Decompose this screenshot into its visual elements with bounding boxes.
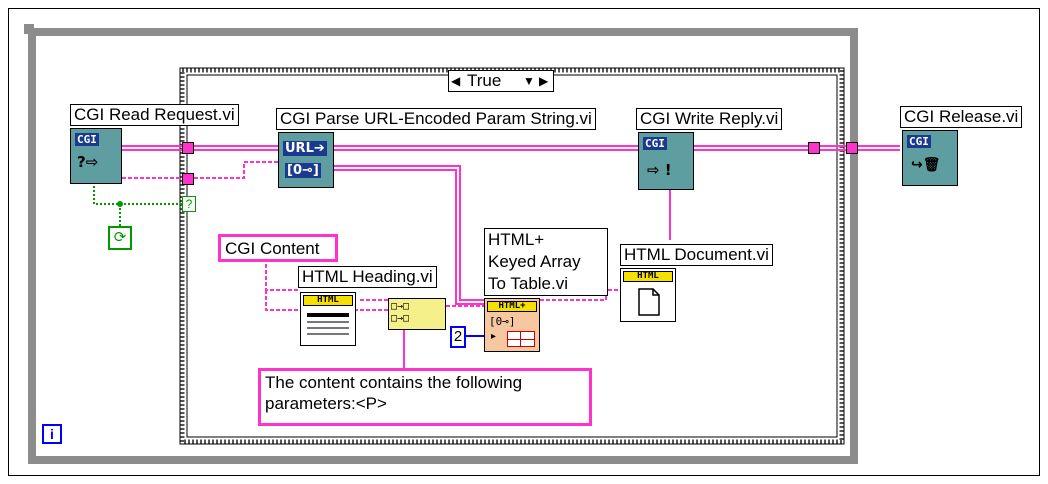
iteration-terminal[interactable]: i bbox=[42, 424, 62, 444]
concatenate-strings-icon[interactable]: □→□□→□ bbox=[388, 298, 446, 330]
keyed-array-node[interactable]: HTML+ [0⊸] ▸ bbox=[484, 298, 540, 352]
while-loop-border bbox=[28, 28, 858, 464]
content-text-line2: parameters:<P> bbox=[265, 394, 387, 413]
url-arrow-icon: URL➔ bbox=[283, 141, 327, 156]
text-line-icon bbox=[307, 321, 349, 323]
write-reply-label: CGI Write Reply.vi bbox=[636, 108, 783, 130]
wire-param-string bbox=[122, 161, 278, 179]
html-bar-icon: HTML bbox=[623, 271, 673, 282]
wire-content-1 bbox=[265, 258, 300, 291]
parse-url-label: CGI Parse URL-Encoded Param String.vi bbox=[276, 108, 596, 130]
trash-icon: ↪🗑 bbox=[911, 157, 941, 173]
heading-line-icon bbox=[307, 313, 349, 317]
decrement-arrow-icon[interactable]: ◀ bbox=[451, 74, 461, 88]
read-request-node[interactable]: CGI ?⇨ bbox=[70, 128, 122, 184]
keyed-array-label-line2: Keyed Array bbox=[488, 252, 581, 271]
dropdown-arrow-icon[interactable]: ▼ bbox=[523, 74, 535, 88]
increment-arrow-icon[interactable]: ▶ bbox=[539, 74, 549, 88]
cgi-icon-text: CGI bbox=[907, 135, 931, 148]
wire-content-2 bbox=[265, 290, 388, 311]
cgi-content-constant[interactable]: CGI Content bbox=[218, 234, 338, 262]
write-reply-node[interactable]: CGI ⇨ ! bbox=[638, 132, 694, 190]
content-text-line1: The content contains the following bbox=[265, 373, 523, 392]
html-plus-bar-icon: HTML+ bbox=[487, 301, 537, 312]
keyed-array-label-line1: HTML+ bbox=[488, 230, 545, 249]
keyed-array-label-line3: To Table.vi bbox=[488, 274, 569, 293]
html-heading-label: HTML Heading.vi bbox=[298, 266, 437, 288]
case-structure-outline-outer bbox=[179, 67, 845, 445]
wire-keys-2 bbox=[334, 169, 484, 305]
text-line-icon bbox=[307, 333, 349, 335]
continue-if-true-icon[interactable]: ⟳ bbox=[108, 226, 132, 250]
html-document-label: HTML Document.vi bbox=[620, 244, 773, 266]
tunnel-refnum-in[interactable] bbox=[182, 142, 194, 154]
wire-boolean bbox=[93, 186, 186, 205]
document-icon bbox=[638, 288, 660, 316]
cgi-icon-text: CGI bbox=[643, 137, 667, 150]
wire-keys bbox=[334, 165, 484, 301]
keyed-array-icon: [0⊸] bbox=[285, 163, 321, 178]
loop-condition-terminal[interactable]: ? bbox=[182, 196, 196, 212]
release-node[interactable]: CGI ↪🗑 bbox=[902, 130, 958, 186]
table-icon bbox=[507, 331, 535, 347]
cgi-icon-text: CGI bbox=[75, 133, 99, 146]
key-icon: [0⊸] bbox=[489, 315, 516, 328]
keyed-array-label: HTML+ Keyed Array To Table.vi bbox=[484, 228, 608, 296]
number-constant[interactable]: 2 bbox=[450, 326, 466, 348]
text-line-icon bbox=[307, 327, 349, 329]
case-selector-value: True bbox=[467, 71, 502, 90]
html-bar-icon: HTML bbox=[303, 295, 353, 306]
html-heading-node[interactable]: HTML bbox=[300, 292, 356, 346]
release-label: CGI Release.vi bbox=[900, 106, 1023, 128]
read-request-label: CGI Read Request.vi bbox=[70, 104, 239, 126]
parse-url-node[interactable]: URL➔ [0⊸] bbox=[278, 132, 334, 188]
tunnel-string-in[interactable] bbox=[182, 173, 194, 185]
wire-junction bbox=[117, 201, 123, 207]
arrow-right-icon: ▸ bbox=[491, 331, 497, 342]
html-document-node[interactable]: HTML bbox=[620, 268, 676, 322]
tunnel-refnum-out[interactable] bbox=[808, 142, 820, 154]
loop-tunnel-refnum[interactable] bbox=[846, 142, 858, 154]
while-loop-corner bbox=[24, 24, 34, 34]
wire-table-out bbox=[540, 289, 620, 301]
query-arrow-icon: ?⇨ bbox=[77, 153, 99, 171]
reply-arrow-icon: ⇨ ! bbox=[647, 161, 672, 179]
content-text-constant[interactable]: The content contains the following param… bbox=[258, 368, 592, 426]
case-selector[interactable]: ◀ True ▼ ▶ bbox=[448, 70, 554, 92]
